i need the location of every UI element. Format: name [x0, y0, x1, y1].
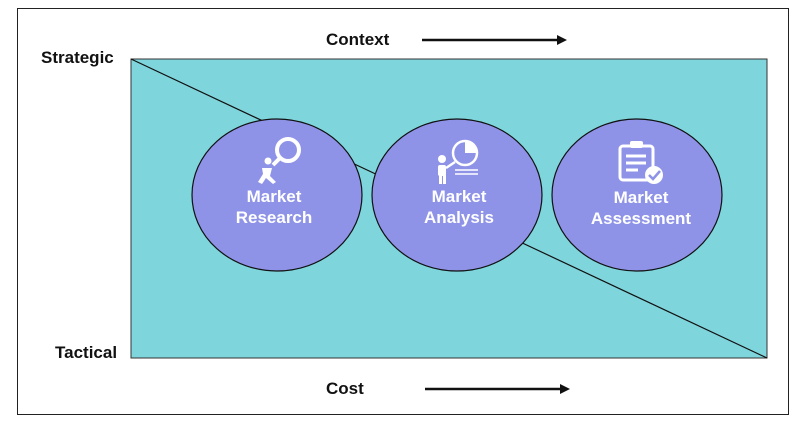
node-label-line2: Assessment — [590, 209, 692, 228]
cost-label: Cost — [326, 379, 364, 398]
strategic-label: Strategic — [41, 48, 114, 67]
node-label-line1: Market — [613, 188, 669, 207]
node-label-line1: Market — [431, 187, 487, 206]
tactical-label: Tactical — [55, 343, 118, 362]
node-label-analysis: Market Analysis — [389, 186, 529, 228]
context-arrowhead — [557, 35, 567, 45]
node-label-line2: Analysis — [424, 208, 494, 227]
context-label: Context — [326, 30, 390, 49]
node-circle-research — [191, 118, 363, 272]
node-label-assessment: Market Assessment — [571, 187, 711, 229]
clipboard-check-icon — [618, 141, 663, 184]
node-circle-assessment — [551, 118, 723, 272]
node-label-research: Market Research — [204, 186, 344, 228]
diagram-frame — [17, 8, 789, 415]
presenter-chart-icon — [438, 139, 479, 184]
node-circle-analysis — [371, 118, 543, 272]
cost-arrowhead — [560, 384, 570, 394]
magnifier-person-icon — [258, 137, 301, 184]
node-label-line1: Market — [246, 187, 302, 206]
node-label-line2: Research — [235, 208, 313, 227]
